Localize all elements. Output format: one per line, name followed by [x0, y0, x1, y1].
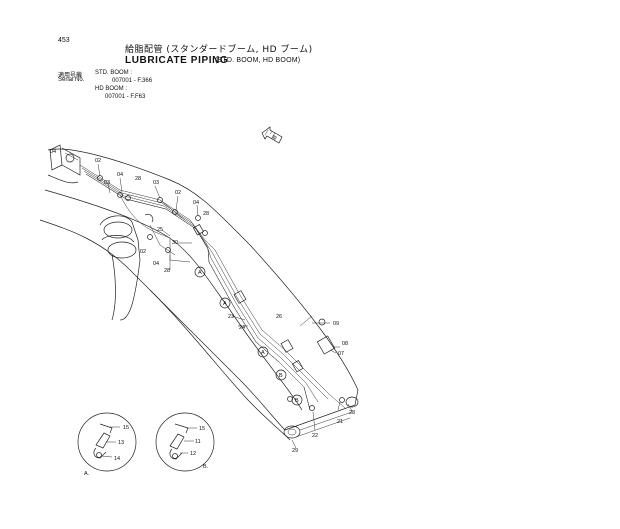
callout-a-2: A	[219, 297, 231, 309]
part-label-04: 04	[50, 149, 56, 155]
part-label-04: 04	[193, 200, 199, 206]
part-label-24: 24	[239, 325, 245, 331]
part-label-03: 03	[153, 180, 159, 186]
part-label-02: 02	[175, 190, 181, 196]
part-label-02: 02	[140, 249, 146, 255]
part-label-04: 04	[153, 261, 159, 267]
part-label-14: 14	[114, 456, 120, 462]
part-label-04: 04	[117, 172, 123, 178]
part-label-22: 22	[312, 433, 318, 439]
part-label-09: 09	[333, 321, 339, 327]
part-label-28: 28	[349, 410, 355, 416]
callout-b-2: B	[291, 394, 303, 406]
part-label-25: 25	[157, 227, 163, 233]
callout-b-1: B	[275, 369, 287, 381]
detail-label-b: B.	[203, 464, 209, 470]
part-label-23: 23	[228, 314, 234, 320]
part-label-15: 15	[199, 426, 205, 432]
leader-lines	[64, 152, 353, 449]
part-label-03: 03	[104, 180, 110, 186]
part-label-30: 30	[172, 240, 178, 246]
grease-pipes	[79, 164, 346, 411]
part-label-12: 12	[190, 451, 196, 457]
part-label-15: 15	[123, 425, 129, 431]
svg-text:B: B	[295, 398, 299, 404]
std-boom-label: STD. BOOM :	[95, 70, 133, 76]
svg-text:A: A	[261, 350, 265, 356]
boom-cylinder	[99, 213, 154, 321]
serial-label: Serial No.	[58, 77, 85, 83]
part-label-02: 02	[95, 158, 101, 164]
front-direction-arrow-icon	[261, 126, 283, 144]
serial-label-japanese: 適用号機	[58, 72, 83, 79]
svg-text:A: A	[198, 270, 202, 276]
callout-a-1: A	[194, 266, 206, 278]
part-label-11: 11	[195, 439, 201, 445]
hd-boom-serial-range: 007001 - F.F63	[105, 94, 146, 100]
part-label-29: 29	[292, 448, 298, 454]
front-arrow-label: 前	[270, 134, 278, 143]
part-label-07: 07	[338, 351, 344, 357]
boom-top-bracket	[47, 144, 81, 184]
title-english-subtitle: (STD. BOOM, HD BOOM)	[215, 57, 301, 64]
hd-boom-label: HD BOOM :	[95, 86, 128, 92]
part-label-08: 08	[342, 341, 348, 347]
page-number: 453	[58, 37, 70, 44]
part-label-28: 28	[135, 176, 141, 182]
std-boom-serial-range: 007001 - F.366	[112, 78, 153, 84]
pipe-clamps	[97, 175, 345, 411]
part-label-28: 28	[164, 268, 170, 274]
detail-view-b: 15 11 12 B.	[155, 412, 215, 472]
svg-text:A: A	[223, 301, 227, 307]
part-label-28: 28	[203, 211, 209, 217]
part-label-13: 13	[118, 440, 124, 446]
title-japanese: 給脂配管 (スタンダードブーム, HD ブーム)	[125, 45, 313, 55]
title-english: LUBRICATE PIPING	[125, 55, 229, 66]
detail-view-a: 15 13 14 A.	[77, 412, 137, 477]
detail-label-a: A.	[84, 471, 90, 477]
boom-body	[39, 148, 359, 441]
svg-text:B: B	[279, 373, 283, 379]
part-label-21: 21	[337, 419, 343, 425]
callout-a-3: A	[257, 346, 269, 358]
part-label-26: 26	[276, 314, 282, 320]
boom-foot-pin	[283, 396, 359, 439]
